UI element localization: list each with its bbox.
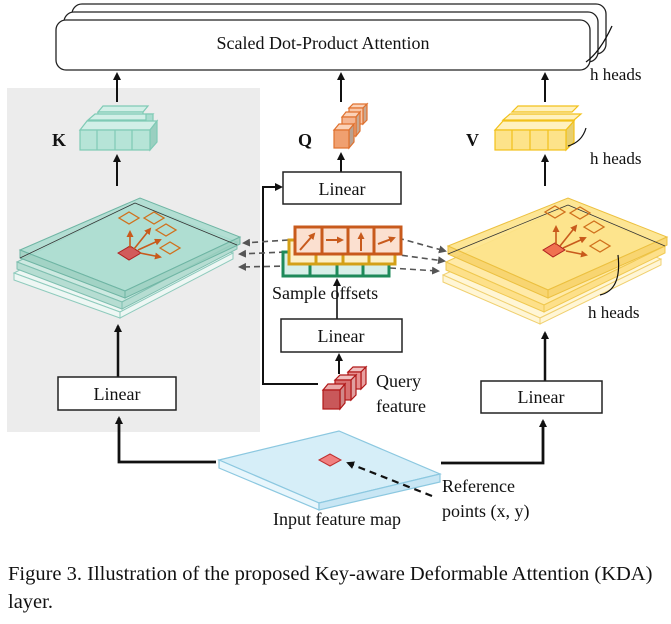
input-reference-point xyxy=(317,453,343,467)
value-tensor xyxy=(493,105,587,152)
value-label: V xyxy=(466,130,479,150)
offset-linear-box xyxy=(280,318,403,353)
sampling-arrows-to-key xyxy=(238,238,291,271)
input-feature-map xyxy=(217,430,442,511)
key-feature-stack xyxy=(12,197,242,319)
query-feature-label-line1: Query xyxy=(376,371,421,391)
reference-points-label-line2: points (x, y) xyxy=(442,501,530,522)
query-skip-connection xyxy=(262,183,318,385)
sampling-arrows-to-value xyxy=(389,237,447,275)
query-feature-cubes xyxy=(321,365,368,411)
sample-offsets-label: Sample offsets xyxy=(272,283,378,303)
key-linear-box xyxy=(57,376,177,411)
attention-label: Scaled Dot-Product Attention xyxy=(217,33,430,53)
figure-caption: Figure 3. Illustration of the proposed K… xyxy=(8,563,653,613)
key-label: K xyxy=(52,130,66,150)
offset-linear-label: Linear xyxy=(318,326,365,346)
sample-offsets-grid xyxy=(281,225,403,278)
reference-points-label-line1: Reference xyxy=(442,476,515,496)
attention-heads-label: h heads xyxy=(590,65,641,84)
query-feature-label-line2: feature xyxy=(376,396,426,416)
key-tensor xyxy=(78,105,159,152)
input-feature-map-label: Input feature map xyxy=(273,509,401,529)
query-label: Q xyxy=(298,130,312,150)
query-linear-label: Linear xyxy=(319,179,366,199)
kda-diagram: Scaled Dot-Product Attention h heads K Q xyxy=(7,3,669,529)
input-to-key-linear-connector xyxy=(115,416,216,464)
attention-block: Scaled Dot-Product Attention xyxy=(55,3,613,71)
query-tensor xyxy=(332,102,369,150)
value-feature-stack xyxy=(441,197,669,325)
key-linear-label: Linear xyxy=(94,384,141,404)
query-linear-box xyxy=(282,171,402,205)
value-stack-heads-label: h heads xyxy=(588,303,639,322)
value-heads-label: h heads xyxy=(590,149,641,168)
value-reference-point xyxy=(542,242,566,258)
value-linear-box xyxy=(480,380,603,414)
reference-points-arrow xyxy=(346,461,433,498)
value-linear-label: Linear xyxy=(518,387,565,407)
input-to-value-linear-connector xyxy=(441,419,547,465)
